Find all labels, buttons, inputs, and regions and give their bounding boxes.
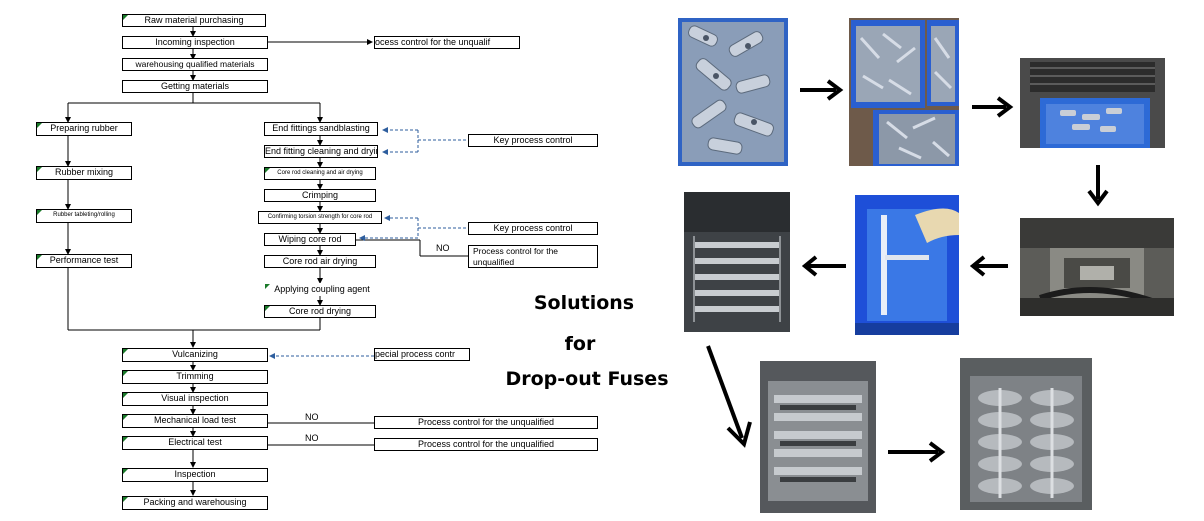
photo-crimping-machine — [1020, 218, 1174, 316]
step-inspection: Inspection — [122, 468, 268, 482]
mechanical-unqualified-control: Process control for the unqualified — [374, 416, 598, 429]
title-line-2: for — [564, 333, 596, 355]
right-arrow-icon — [798, 78, 844, 102]
step-raw-material-purchasing: Raw material purchasing — [122, 14, 266, 27]
step-packing-and-warehousing: Packing and warehousing — [122, 496, 268, 510]
step-trimming: Trimming — [122, 370, 268, 384]
step-vulcanizing: Vulcanizing — [122, 348, 268, 362]
no-label-mechanical: NO — [305, 412, 319, 422]
step-warehousing-qualified-materials: warehousing qualified materials — [122, 58, 268, 71]
step-mechanical-load-test: Mechanical load test — [122, 414, 268, 428]
down-right-arrow-icon — [700, 344, 756, 450]
step-confirming-torsion-strength: Confirming torsion strength for core rod — [258, 211, 382, 224]
step-wiping-core-rod: Wiping core rod — [264, 233, 356, 246]
step-visual-inspection: Visual inspection — [122, 392, 268, 406]
step-performance-test: Performance test — [36, 254, 132, 268]
photo-fittings-blue-crates — [849, 18, 959, 166]
step-end-fittings-sandblasting: End fittings sandblasting — [264, 122, 378, 136]
photo-vulcanized-sheds — [960, 358, 1092, 510]
left-arrow-icon — [969, 254, 1010, 278]
photo-vulcanizing-mold — [760, 361, 876, 513]
right-arrow-icon — [886, 440, 946, 464]
photo-wiping-core-rod — [855, 195, 959, 335]
photo-sandblasting-machine — [1020, 58, 1165, 148]
no-label-wiping: NO — [436, 243, 450, 253]
step-end-fitting-cleaning-drying: End fitting cleaning and drying — [264, 145, 378, 158]
step-applying-coupling-agent: Applying coupling agent — [264, 283, 380, 296]
photo-drying-rack — [684, 192, 790, 332]
wiping-unqualified-control: Process control for the unqualified — [468, 245, 598, 268]
step-preparing-rubber: Preparing rubber — [36, 122, 132, 136]
key-process-control-1: Key process control — [468, 134, 598, 147]
no-label-electrical: NO — [305, 433, 319, 443]
step-core-rod-cleaning-air-drying: Core rod cleaning and air drying — [264, 167, 376, 180]
step-rubber-mixing: Rubber mixing — [36, 166, 132, 180]
special-process-control: pecial process contr — [374, 348, 470, 361]
step-incoming-inspection: Incoming inspection — [122, 36, 268, 49]
down-arrow-icon — [1086, 163, 1110, 207]
photo-fittings-blue-crate-closeup — [678, 18, 788, 166]
incoming-unqualified-control: ocess control for the unqualif — [374, 36, 520, 49]
step-core-rod-drying: Core rod drying — [264, 305, 376, 318]
title-line-1: Solutions — [533, 292, 635, 314]
step-rubber-tableting-rolling: Rubber tableting/rolling — [36, 209, 132, 223]
electrical-unqualified-control: Process control for the unqualified — [374, 438, 598, 451]
step-electrical-test: Electrical test — [122, 436, 268, 450]
step-crimping: Crimping — [264, 189, 376, 202]
right-arrow-icon — [970, 95, 1014, 119]
title-line-3: Drop-out Fuses — [505, 368, 669, 390]
step-getting-materials: Getting materials — [122, 80, 268, 93]
step-core-rod-air-drying: Core rod air drying — [264, 255, 376, 268]
left-arrow-icon — [801, 254, 848, 278]
flowchart-connectors — [65, 26, 468, 496]
key-process-control-2: Key process control — [468, 222, 598, 235]
